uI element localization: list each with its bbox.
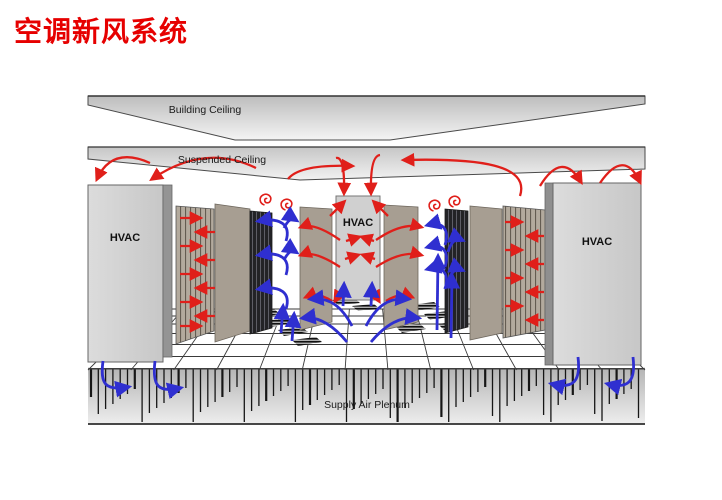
vortex-icon: [448, 195, 461, 208]
hvac-left-unit: HVAC: [87, 184, 173, 363]
hvac-center-unit: HVAC: [335, 195, 381, 301]
supply-air-plenum: [88, 367, 645, 425]
building-ceiling: [87, 95, 646, 141]
server-rack: [214, 203, 251, 343]
suspended-ceiling-label: Suspended Ceiling: [178, 154, 266, 166]
vortex-icon: [280, 198, 293, 211]
vortex-icon: [428, 199, 441, 212]
hvac-left-label: HVAC: [110, 232, 140, 244]
server-rack: [469, 205, 503, 341]
suspended-ceiling: [87, 146, 646, 181]
vortex-icons: [259, 193, 461, 212]
supply-air-plenum-label: Supply Air Plenum: [324, 399, 410, 411]
vortex-icon: [259, 193, 272, 206]
hvac-right-label: HVAC: [582, 236, 612, 248]
slide-title: 空调新风系统: [14, 16, 189, 47]
server-rack: [502, 205, 546, 339]
hvac-center-label: HVAC: [343, 217, 373, 229]
server-rack: [383, 204, 419, 331]
server-rack: [249, 210, 273, 335]
building-ceiling-label: Building Ceiling: [169, 104, 242, 116]
hvac-right-unit: HVAC: [544, 182, 642, 366]
cold-air-arrows: [100, 206, 636, 399]
